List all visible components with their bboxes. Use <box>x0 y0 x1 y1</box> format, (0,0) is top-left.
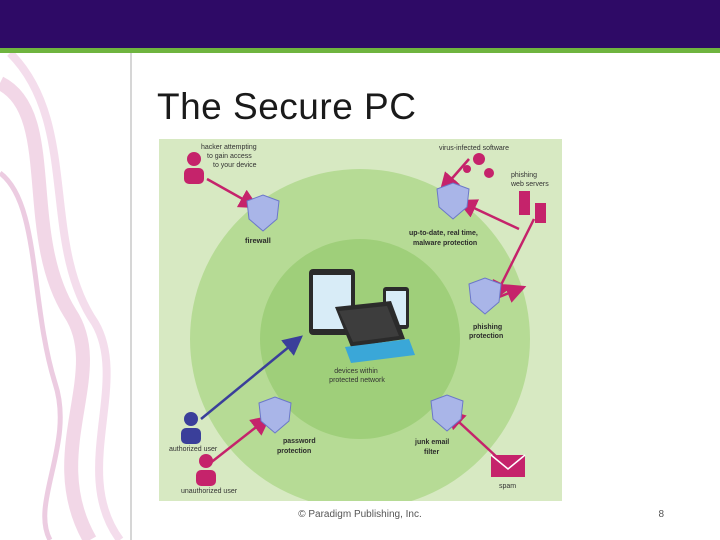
password-protection-label: password protection <box>277 438 318 455</box>
header-accent-line <box>0 48 720 53</box>
virus-icon <box>463 153 494 178</box>
secure-pc-diagram: hacker attempting to gain access to your… <box>159 139 562 501</box>
password-shield-icon <box>258 396 292 434</box>
phishing-servers-label: phishing web servers <box>510 172 549 188</box>
firewall-label: firewall <box>245 236 271 245</box>
devices-icon <box>309 269 415 363</box>
phishing-shield-icon <box>468 277 502 315</box>
authorized-user-icon <box>181 412 201 444</box>
junk-filter-label: junk email filter <box>414 439 451 456</box>
phishing-server-icon <box>519 191 546 223</box>
unauthorized-threat-arrow <box>208 415 271 465</box>
unauthorized-user-label: unauthorized user <box>181 488 238 495</box>
unauthorized-user-icon <box>196 454 216 486</box>
authorized-user-label: authorized user <box>169 446 218 453</box>
footer-copyright: © Paradigm Publishing, Inc. <box>298 509 422 520</box>
header-bar <box>0 0 720 48</box>
junk-filter-shield-icon <box>430 394 464 432</box>
decorative-swirl <box>0 53 132 540</box>
spam-envelope-icon <box>490 454 526 477</box>
firewall-shield-icon <box>246 194 280 232</box>
virus-label: virus-infected software <box>439 145 509 152</box>
malware-shield-icon <box>436 182 470 220</box>
hacker-label: hacker attempting to gain access to your… <box>201 144 259 169</box>
virus-threat-arrow-2 <box>456 199 520 231</box>
hacker-person-icon <box>184 152 204 184</box>
malware-protection-label: up-to-date, real time, malware protectio… <box>409 230 480 247</box>
page-number: 8 <box>658 509 664 520</box>
slide-title: The Secure PC <box>157 86 417 127</box>
authorized-access-arrow <box>200 335 303 420</box>
spam-label: spam <box>499 483 516 490</box>
phishing-protection-label: phishing protection <box>469 324 504 340</box>
devices-label: devices within protected network <box>329 368 385 384</box>
